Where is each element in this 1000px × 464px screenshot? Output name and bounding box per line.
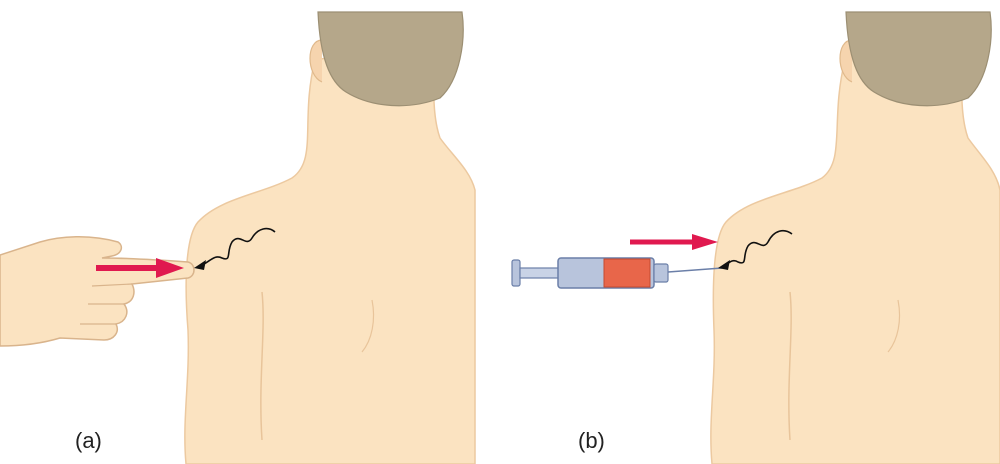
back-crease-b [887, 299, 901, 353]
panel-a: (a) [0, 11, 476, 464]
hand-pointing-icon [0, 235, 195, 347]
torso-a [184, 39, 476, 464]
syringe-needle [667, 267, 723, 273]
nerve-arrowhead-b [718, 260, 730, 270]
panel-label-a: (a) [75, 428, 102, 453]
force-arrow-icon [156, 258, 184, 278]
syringe-fluid [603, 258, 651, 288]
nerve-signal-icon-b [723, 229, 793, 267]
plunger-end [511, 259, 521, 287]
torso-b [710, 39, 1000, 464]
arm-crease-a [260, 291, 264, 441]
knuckle-lines [80, 283, 133, 325]
ear-a [309, 39, 323, 83]
force-arrow-icon-b [692, 234, 718, 250]
syringe-icon [511, 257, 723, 289]
back-crease-a [361, 299, 375, 353]
nerve-signal-icon [199, 227, 276, 267]
hair-b [845, 11, 992, 107]
nerve-arrowhead-a [194, 260, 206, 270]
plunger-rod [519, 267, 561, 279]
ear-b [839, 39, 853, 83]
syringe-tip [653, 263, 669, 283]
panel-label-b: (b) [578, 428, 605, 453]
hair-a [317, 11, 464, 107]
arm-crease-b [788, 291, 792, 441]
panel-b: (b) [511, 11, 1000, 464]
